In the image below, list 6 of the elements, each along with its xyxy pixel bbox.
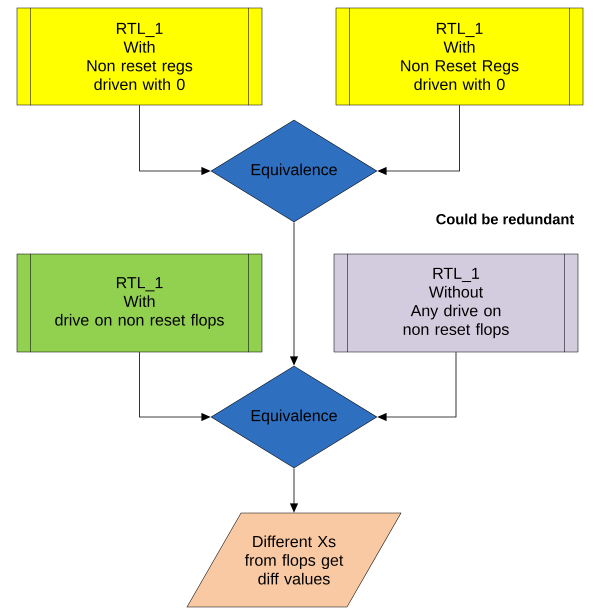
process-box: RTL_1 With Non Reset Regs driven with 0 (336, 7, 584, 106)
process-box: RTL_1 Without Any drive on non reset flops (334, 253, 578, 353)
process-box: RTL_1 With drive on non reset flops (16, 253, 262, 353)
data-parallelogram: Different Xs from flops get diff values (186, 512, 402, 608)
process-box: RTL_1 With Non reset regs driven with 0 (16, 7, 262, 106)
note-text: Could be redundant (436, 214, 574, 224)
